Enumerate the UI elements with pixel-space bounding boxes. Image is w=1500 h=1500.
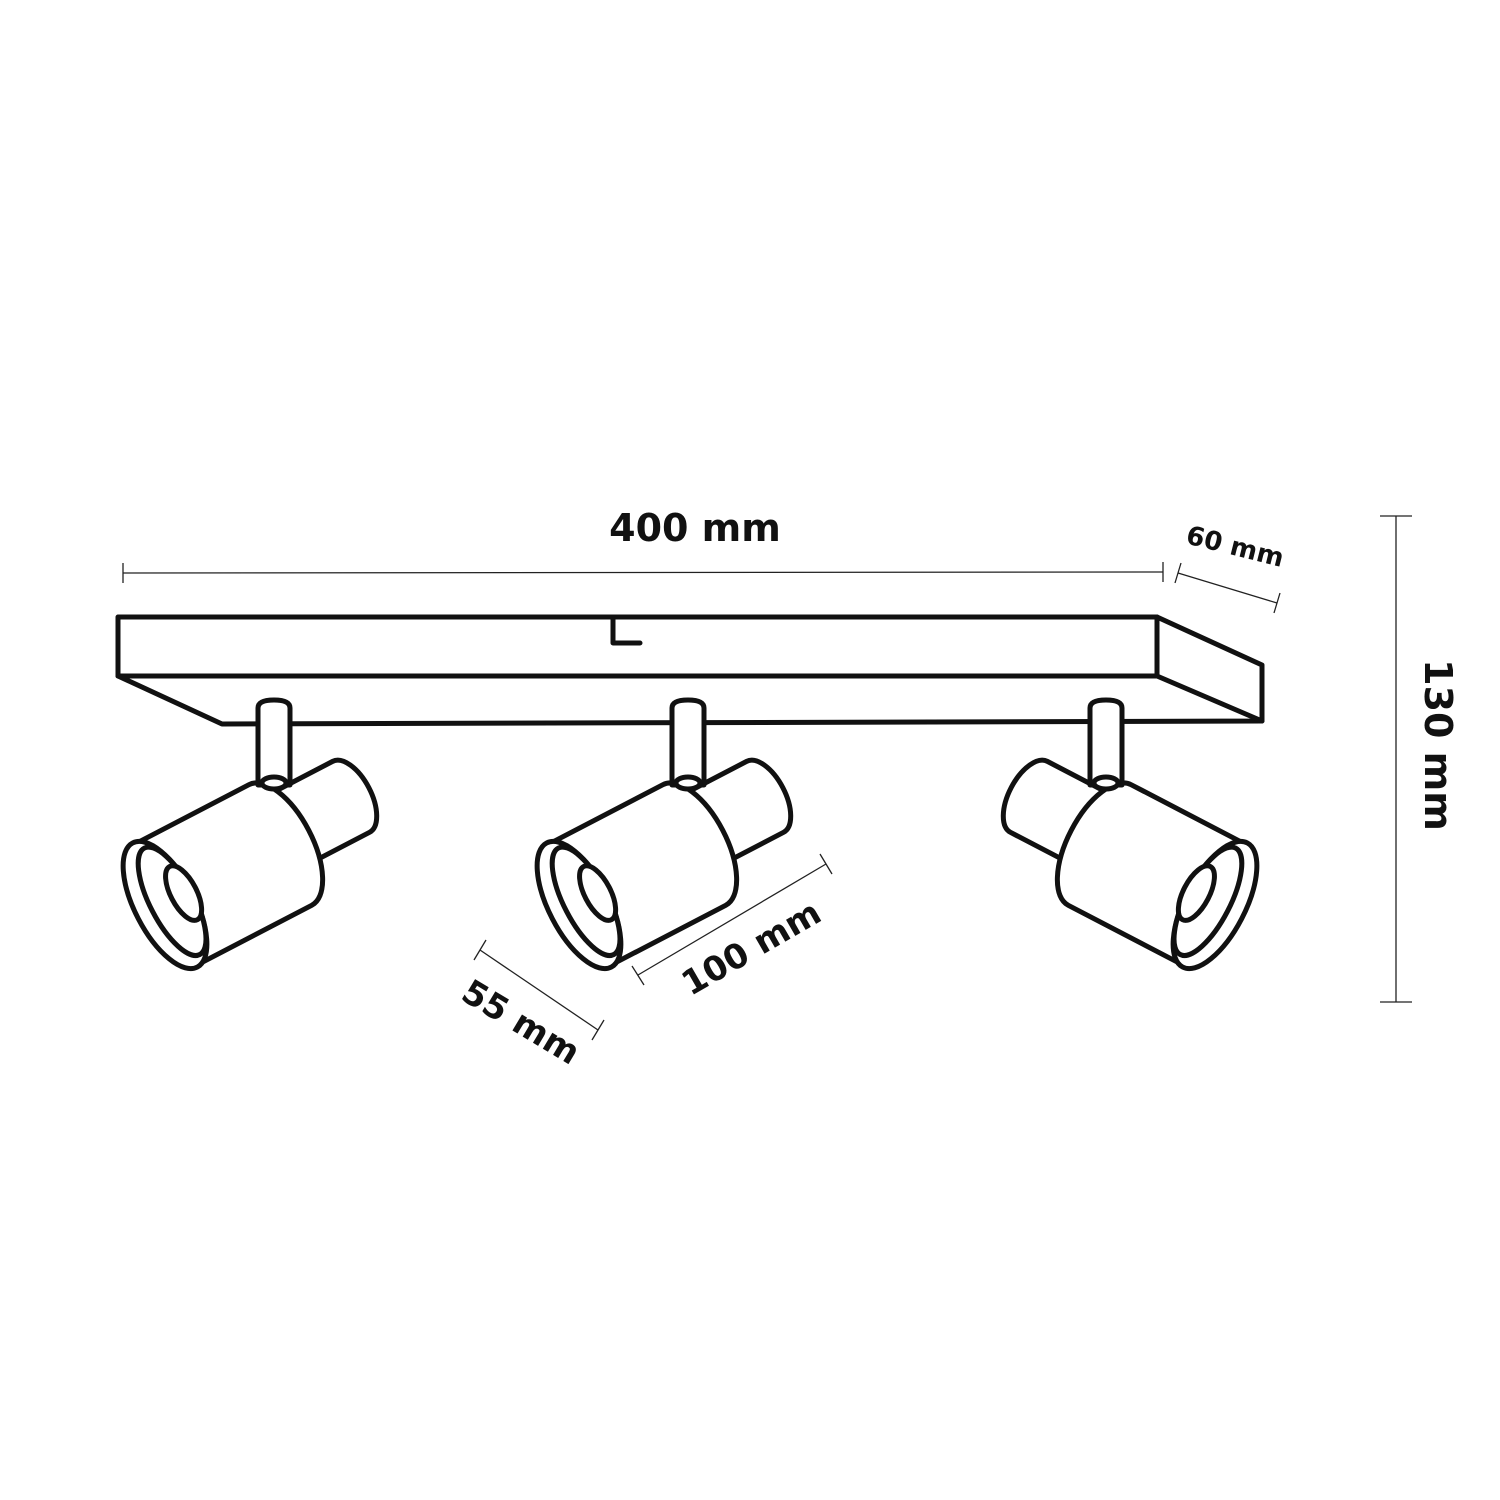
- shade-diameter-label: 55 mm: [455, 972, 587, 1073]
- bar-slot: [610, 616, 643, 646]
- dimension-depth-line: [1174, 562, 1281, 614]
- dimension-height-line: [1380, 515, 1412, 1003]
- dimension-shade-length-line: [631, 853, 833, 986]
- depth-label: 60 mm: [1183, 521, 1287, 574]
- height-label: 130 mm: [1416, 659, 1460, 831]
- dimension-length-line: [122, 562, 1164, 583]
- dimension-shade-diameter-line: [473, 939, 605, 1041]
- mounting-bar: [115, 614, 1265, 727]
- length-label: 400 mm: [609, 506, 781, 550]
- spotlight-left: [106, 700, 406, 981]
- spotlight-right: [974, 700, 1274, 981]
